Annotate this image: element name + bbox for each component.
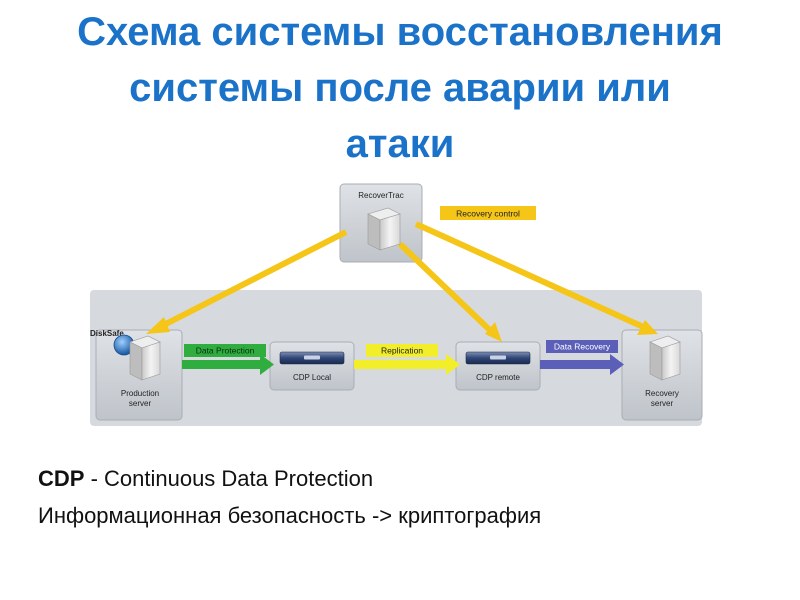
cdp-local-appliance-icon	[279, 351, 345, 365]
replication-label: Replication	[381, 346, 423, 356]
disksafe-label: DiskSafe	[90, 329, 124, 338]
cdp-local-panel	[269, 341, 355, 391]
recovertrac-server-icon	[367, 207, 401, 251]
recovery-control-label: Recovery control	[456, 209, 520, 219]
arrow-head-recovery	[637, 320, 658, 335]
arrow-head-production	[146, 317, 170, 334]
cdp-local-label: CDP Local	[293, 373, 331, 382]
footnote-cdp: CDP - Continuous Data Protection	[38, 466, 373, 492]
slide-title: Схема системы восстановления системы пос…	[0, 4, 800, 172]
arrow-recovertrac-to-production	[152, 229, 348, 333]
footnote-topic: Информационная безопасность -> криптогра…	[38, 503, 542, 528]
footnote-abbr: CDP	[38, 466, 85, 491]
replication-tag	[366, 344, 438, 357]
recovery-server-icon	[649, 335, 681, 381]
recovery-diagram: Recovery control Data Protection Replica…	[90, 183, 703, 426]
data-recovery-label: Data Recovery	[554, 342, 611, 352]
data-recovery-arrow-head	[610, 354, 624, 375]
cdp-remote-label: CDP remote	[476, 373, 520, 382]
recovery-label-line1: Recovery	[645, 389, 679, 398]
footnote-abbr-expansion: - Continuous Data Protection	[84, 466, 374, 491]
title-line-3: атаки	[345, 122, 455, 166]
data-protection-arrow-head	[260, 354, 274, 375]
arrow-head-cdp-remote	[485, 322, 502, 342]
title-line-2: системы после аварии или	[129, 66, 671, 110]
arrow-recovertrac-to-cdp-remote	[397, 241, 499, 339]
recovery-label-line2: server	[651, 399, 674, 408]
diagram-background	[90, 290, 702, 426]
data-protection-arrow	[182, 360, 262, 369]
data-protection-tag	[184, 344, 266, 357]
cdp-remote-appliance-icon	[465, 351, 531, 365]
cdp-remote-panel	[455, 341, 541, 391]
recovertrac-label: RecoverTrac	[358, 191, 404, 200]
title-line-1: Схема системы восстановления	[77, 10, 723, 54]
data-recovery-tag	[546, 340, 618, 353]
data-protection-label: Data Protection	[196, 346, 255, 356]
production-server-icon	[129, 335, 161, 381]
production-label-line1: Production	[121, 389, 159, 398]
replication-arrow-head	[446, 354, 460, 375]
replication-arrow	[354, 360, 448, 369]
arrow-recovertrac-to-recovery	[414, 221, 652, 333]
production-label-line2: server	[129, 399, 152, 408]
data-recovery-arrow	[540, 360, 612, 369]
recovery-control-tag	[440, 206, 536, 220]
